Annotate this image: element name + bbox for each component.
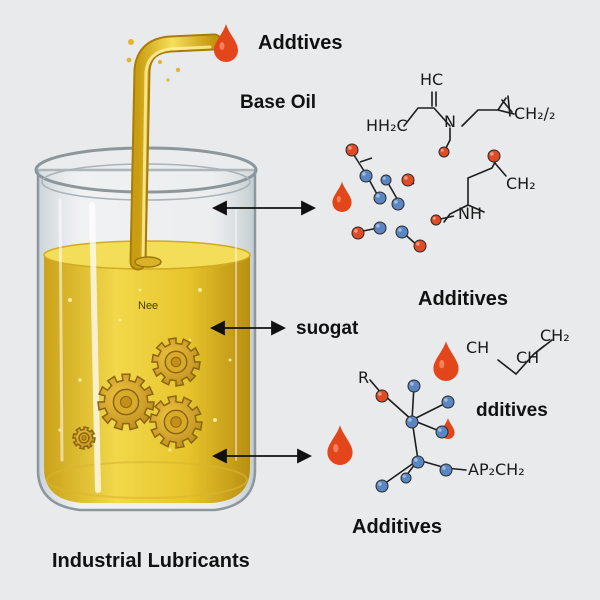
atom-ball [395, 225, 409, 239]
suogat-label: suogat [296, 318, 359, 339]
additives-bottom-label: Additives [352, 516, 443, 538]
industrial-lubricants-label: Industrial Lubricants [52, 550, 250, 572]
additives-top-label: Addtives [258, 32, 343, 54]
additives-mid-label: Additives [418, 288, 509, 310]
atom-ball [441, 395, 455, 409]
atom-ball [351, 226, 365, 240]
dditives-label: dditives [476, 400, 548, 421]
oil-bubbles [58, 288, 232, 452]
atom-ball [391, 197, 405, 211]
atom-ball [438, 146, 450, 158]
atom-ball [345, 143, 359, 157]
drop-icon [332, 181, 352, 212]
drop-icon [214, 24, 459, 465]
atom-ball [411, 455, 425, 469]
atom-ball [380, 174, 392, 186]
chem-r: R [358, 368, 370, 387]
chem-ch-left: CH [466, 338, 490, 357]
atom-ball [375, 479, 389, 493]
atom-ball [375, 389, 389, 403]
atom-ball [401, 173, 415, 187]
chem-nh: NH [458, 204, 482, 223]
atom-ball [359, 169, 373, 183]
atom-ball [373, 221, 387, 235]
chem-ch-mid: CH [516, 348, 540, 367]
chem-n: N [444, 112, 456, 131]
gear-icon [72, 426, 96, 450]
base-oil-label: Base Oil [240, 92, 317, 113]
atom-ball [439, 463, 453, 477]
arrow-icon [209, 200, 317, 464]
atom-ball [407, 379, 421, 393]
dispense-tube [126, 33, 223, 271]
atom-ball [430, 214, 442, 226]
atom-ball [435, 425, 449, 439]
chem-ch2-a: CH₂ [506, 174, 536, 193]
drop-icon [214, 24, 238, 62]
chem-ch2-b: CH₂ [540, 326, 570, 345]
gear-icon [97, 373, 155, 431]
chem-ch2-2: CH₂/₂ [514, 104, 556, 123]
atom-ball [413, 239, 427, 253]
gear-icon [72, 337, 203, 450]
chem-hc: HC [420, 70, 444, 89]
atom-ball [487, 149, 501, 163]
atom-ball [405, 415, 419, 429]
gear-icon [151, 337, 201, 387]
drop-icon [433, 341, 459, 381]
beaker-marking: Nee [138, 300, 159, 312]
atom-ball [373, 191, 387, 205]
atom-ball [400, 472, 412, 484]
chem-hh2c: HH₂C [366, 116, 408, 135]
drop-icon [327, 425, 353, 465]
atom-cluster [345, 143, 501, 493]
gear-icon [149, 395, 203, 449]
chem-ap2ch2: AP₂CH₂ [468, 460, 525, 479]
